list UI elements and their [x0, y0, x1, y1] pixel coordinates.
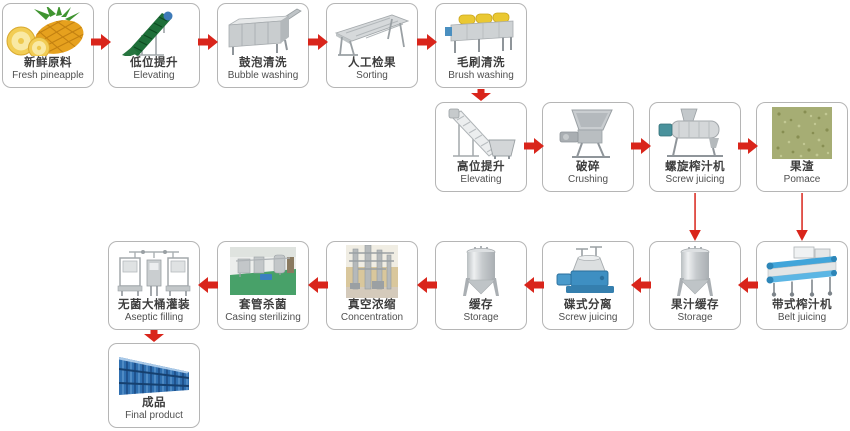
label-en-pomace: Pomace [783, 174, 821, 185]
flow-arrow-down-2 [144, 330, 164, 342]
flow-arrow-right-6 [631, 138, 651, 154]
storage-tank-image [651, 245, 739, 298]
label-zh-elevating-high: 高位提升 [457, 160, 505, 173]
sterilizer-photo-image [219, 245, 307, 298]
label-zh-aseptic-filling: 无菌大桶灌装 [118, 298, 190, 311]
flow-arrow-right-2 [198, 34, 218, 50]
flow-arrow-down-long-1 [688, 193, 702, 241]
label-zh-elevating-low: 低位提升 [130, 56, 178, 69]
label-en-concentration: Concentration [340, 312, 404, 323]
node-concentration: 真空浓缩 Concentration [326, 241, 418, 330]
pomace-image [758, 106, 846, 160]
node-storage: 缓存 Storage [435, 241, 527, 330]
label-en-crushing: Crushing [567, 174, 609, 185]
flow-arrow-down-1 [471, 89, 491, 101]
label-en-brush-washing: Brush washing [448, 70, 514, 81]
label-zh-storage: 缓存 [469, 298, 493, 311]
node-final-product: 成品 Final product [108, 343, 200, 428]
label-en-bubble-washing: Bubble washing [227, 70, 299, 81]
node-aseptic-filling: 无菌大桶灌装 Aseptic filling [108, 241, 200, 330]
label-en-storage: Storage [463, 312, 499, 323]
flow-arrow-right-4 [417, 34, 437, 50]
flow-arrow-left-6 [198, 277, 218, 293]
label-en-belt-juicing: Belt juicing [777, 312, 827, 323]
label-zh-crushing: 破碎 [576, 160, 600, 173]
flow-arrow-right-1 [91, 34, 111, 50]
label-zh-disc-separation: 碟式分离 [564, 298, 612, 311]
label-zh-belt-juicing: 带式榨汁机 [772, 298, 832, 311]
node-elevating-high: 高位提升 Elevating [435, 102, 527, 192]
node-casing-sterilizing: 套管杀菌 Casing sterilizing [217, 241, 309, 330]
label-en-sorting: Sorting [356, 70, 388, 81]
label-zh-pomace: 果渣 [790, 160, 814, 173]
label-zh-fresh-pineapple: 新鲜原料 [24, 56, 72, 69]
belt-juicer-image [758, 245, 846, 298]
pineapple-image [4, 7, 92, 56]
blue-drums-image [110, 347, 198, 396]
node-bubble-washing: 鼓泡清洗 Bubble washing [217, 3, 309, 88]
node-elevating-low: 低位提升 Elevating [108, 3, 200, 88]
label-en-casing-sterilizing: Casing sterilizing [225, 312, 301, 323]
node-fresh-pineapple: 新鲜原料 Fresh pineapple [2, 3, 94, 88]
node-crushing: 破碎 Crushing [542, 102, 634, 192]
label-en-final-product: Final product [125, 410, 183, 421]
low-elevator-image [110, 7, 198, 56]
flow-arrow-left-1 [738, 277, 758, 293]
high-elevator-image [437, 106, 525, 160]
label-zh-brush-washing: 毛刷清洗 [457, 56, 505, 69]
flow-arrow-right-7 [738, 138, 758, 154]
aseptic-filler-image [110, 245, 198, 298]
flow-arrow-left-4 [417, 277, 437, 293]
label-zh-concentration: 真空浓缩 [348, 298, 396, 311]
label-en-juice-storage: Storage [677, 312, 713, 323]
label-en-elevating-high: Elevating [460, 174, 502, 185]
label-en-elevating-low: Elevating [133, 70, 175, 81]
node-sorting: 人工检果 Sorting [326, 3, 418, 88]
crusher-image [544, 106, 632, 160]
node-juice-storage: 果汁缓存 Storage [649, 241, 741, 330]
flow-arrow-down-long-2 [795, 193, 809, 241]
node-pomace: 果渣 Pomace [756, 102, 848, 192]
node-disc-separation: 碟式分离 Screw juicing [542, 241, 634, 330]
flow-arrow-right-3 [308, 34, 328, 50]
flow-arrow-left-5 [308, 277, 328, 293]
label-en-disc-separation: Screw juicing [558, 312, 618, 323]
label-zh-casing-sterilizing: 套管杀菌 [239, 298, 287, 311]
label-en-fresh-pineapple: Fresh pineapple [12, 70, 84, 81]
flow-arrow-left-2 [631, 277, 651, 293]
label-zh-juice-storage: 果汁缓存 [671, 298, 719, 311]
node-belt-juicing: 带式榨汁机 Belt juicing [756, 241, 848, 330]
flow-arrow-left-3 [524, 277, 544, 293]
screw-juicer-image [651, 106, 739, 160]
label-zh-screw-juicing: 螺旋榨汁机 [665, 160, 725, 173]
label-en-aseptic-filling: Aseptic filling [124, 312, 184, 323]
label-zh-sorting: 人工检果 [348, 56, 396, 69]
storage-tank-image [437, 245, 525, 298]
flow-arrow-right-5 [524, 138, 544, 154]
label-zh-bubble-washing: 鼓泡清洗 [239, 56, 287, 69]
sorting-conveyor-image [328, 7, 416, 56]
disc-separator-image [544, 245, 632, 298]
bubble-washer-image [219, 7, 307, 56]
brush-washer-image [437, 7, 525, 56]
evaporator-photo-image [328, 245, 416, 298]
node-screw-juicing: 螺旋榨汁机 Screw juicing [649, 102, 741, 192]
label-zh-final-product: 成品 [142, 396, 166, 409]
label-en-screw-juicing: Screw juicing [665, 174, 725, 185]
node-brush-washing: 毛刷清洗 Brush washing [435, 3, 527, 88]
